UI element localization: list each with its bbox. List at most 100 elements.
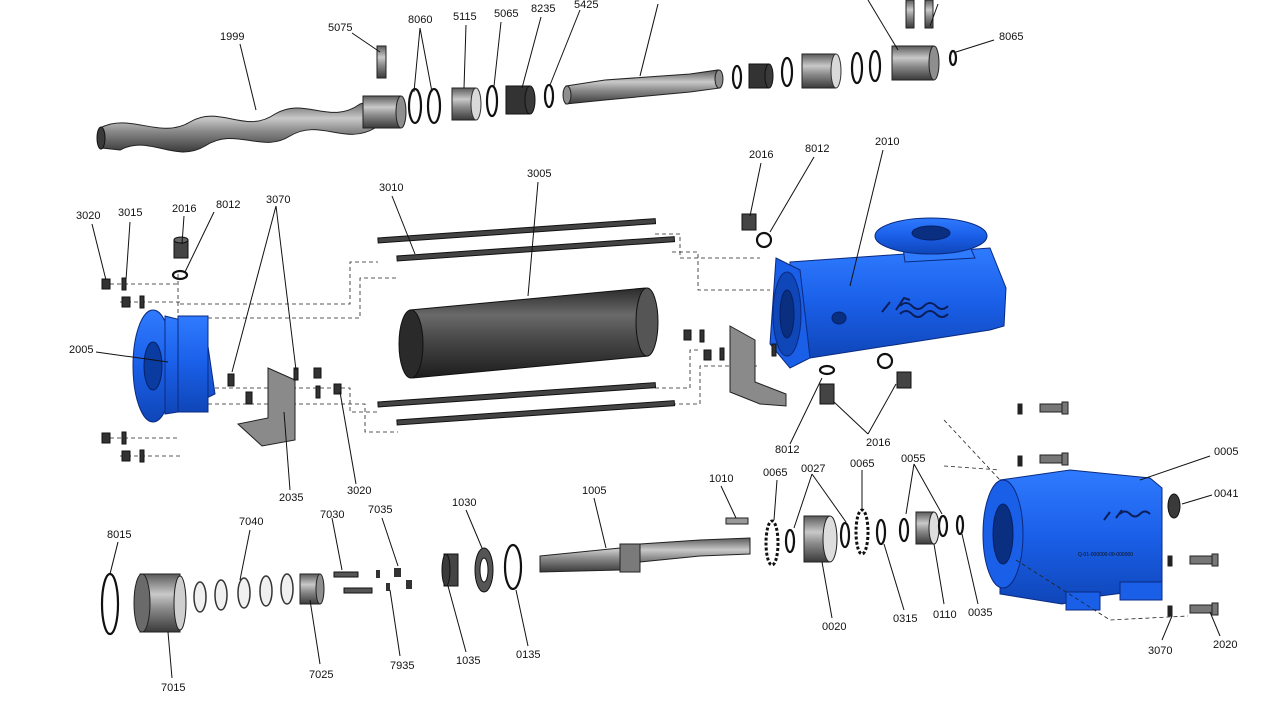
callout-0065-right: 0065 (850, 458, 874, 470)
callout-5425: 5425 (574, 0, 598, 11)
callout-8015: 8015 (107, 529, 131, 541)
seal-8235 (505, 85, 536, 115)
oring-5425 (543, 83, 555, 109)
drive-assembly-row: Q-01-000000-00-000000 (100, 401, 1219, 636)
bearing-0020 (803, 515, 838, 563)
stud-7030 (333, 571, 359, 578)
stud-7030-b (343, 587, 373, 594)
rotor-head (362, 95, 402, 129)
coupling-head (891, 45, 935, 81)
leader-lines (91, 0, 1221, 679)
oring-8060b (426, 87, 442, 125)
oring-r5 (850, 51, 864, 85)
oring-8012-d (876, 352, 894, 370)
seal-r2 (748, 63, 774, 89)
bearing-0110 (915, 511, 940, 545)
callout-5065: 5065 (494, 8, 518, 20)
callout-0065-left: 0065 (763, 467, 787, 479)
stator-assembly-row (101, 213, 1007, 463)
callout-0041: 0041 (1214, 488, 1238, 500)
pin-a (905, 0, 915, 29)
callout-7035: 7035 (368, 504, 392, 516)
oring-8012-b (755, 231, 773, 249)
callout-3070-top: 3070 (266, 194, 290, 206)
gland-7015 (133, 573, 187, 633)
oring-8015 (100, 572, 120, 636)
oring-5065 (485, 84, 499, 118)
oring-8012-a (171, 269, 189, 281)
tie-rod-3 (377, 382, 657, 408)
callout-1010: 1010 (709, 473, 733, 485)
cover-1035 (441, 553, 459, 587)
callout-5115: 5115 (453, 11, 477, 23)
oring-r3 (780, 56, 794, 88)
callout-7030: 7030 (320, 509, 344, 521)
callout-2020: 2020 (1213, 639, 1237, 651)
callout-1999: 1999 (220, 31, 244, 43)
callout-2016-top: 2016 (749, 149, 773, 161)
lockwasher-0065a (764, 519, 780, 567)
discharge-casing (769, 217, 1007, 369)
callout-5075: 5075 (328, 22, 352, 34)
callout-2010: 2010 (875, 136, 899, 148)
plug-2016-c (819, 383, 835, 405)
drive-shaft (539, 537, 751, 573)
tie-rod-2 (396, 236, 676, 262)
callout-labels: 1999 5075 8060 5115 5065 8235 5425 8065 … (69, 0, 1238, 694)
callout-1035: 1035 (456, 655, 480, 667)
key-1010 (725, 517, 749, 525)
callout-3015: 3015 (118, 207, 142, 219)
lockwasher-0065b (854, 508, 870, 556)
callout-8012-bottom: 8012 (775, 444, 799, 456)
callout-1005: 1005 (582, 485, 606, 497)
housing-marking: Q-01-000000-00-000000 (1078, 552, 1133, 558)
plug-2016-d (896, 371, 912, 389)
nuts-washers (101, 277, 777, 463)
callout-0055: 0055 (901, 453, 925, 465)
callout-3070-bottom: 3070 (1148, 645, 1172, 657)
plug-2016-b (741, 213, 757, 231)
suction-casing (132, 309, 216, 423)
gland-nut-7025 (299, 573, 325, 605)
pin-5075 (376, 45, 387, 79)
tie-rod-4 (396, 400, 676, 426)
bearing-housing: Q-01-000000-00-000000 (982, 469, 1163, 611)
rotor-assembly-row (96, 0, 958, 153)
callout-7040: 7040 (239, 516, 263, 528)
packing-rings-7040 (193, 573, 294, 613)
callout-2005: 2005 (69, 344, 93, 356)
ring-0055a (898, 517, 910, 543)
callout-3005: 3005 (527, 168, 551, 180)
callout-0315: 0315 (893, 613, 917, 625)
oring-r6 (868, 49, 882, 83)
callout-2016-left: 2016 (172, 203, 196, 215)
oring-8065 (948, 49, 958, 67)
callout-1030: 1030 (452, 497, 476, 509)
ring-0135 (503, 543, 523, 591)
callout-2035: 2035 (279, 492, 303, 504)
foot-right (729, 325, 787, 407)
pin-b (924, 0, 934, 29)
spacer-0027b (839, 521, 851, 549)
callout-3020-bottom: 3020 (347, 485, 371, 497)
ring-0055b (937, 514, 949, 538)
callout-7935: 7935 (390, 660, 414, 672)
callout-0035: 0035 (968, 607, 992, 619)
callout-0005: 0005 (1214, 446, 1238, 458)
callout-8012-left: 8012 (216, 199, 240, 211)
callout-8060: 8060 (408, 14, 432, 26)
callout-0135: 0135 (516, 649, 540, 661)
oring-8060a (407, 87, 423, 125)
callout-7025: 7025 (309, 669, 333, 681)
oring-8012-c (818, 364, 836, 376)
rotor (99, 99, 376, 153)
callout-0027: 0027 (801, 463, 825, 475)
cap-0041 (1167, 493, 1181, 519)
plug-2016-a (173, 236, 189, 259)
callout-2016-bottom: 2016 (866, 437, 890, 449)
callout-7015: 7015 (161, 682, 185, 694)
connecting-rod (565, 69, 721, 105)
spacer-0027a (784, 528, 796, 554)
callout-3020-top: 3020 (76, 210, 100, 222)
